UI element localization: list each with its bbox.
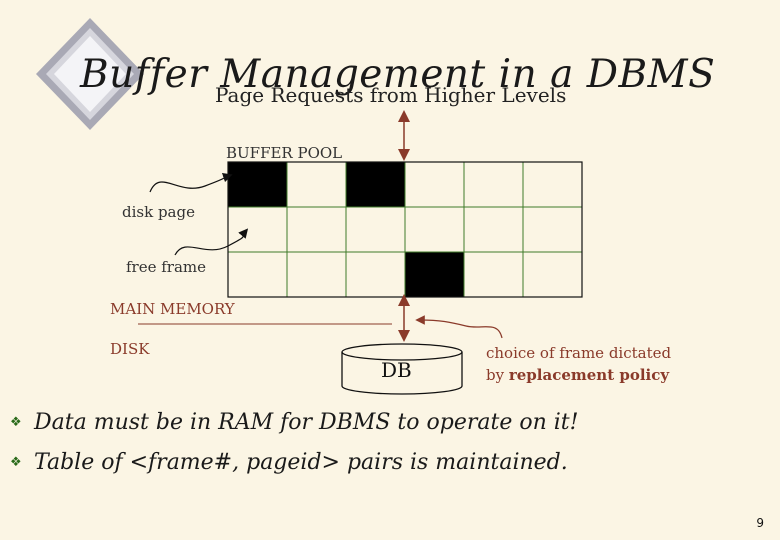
buffer-frame-free: [227, 251, 288, 298]
buffer-frame-free: [522, 161, 583, 208]
db-cylinder: [341, 343, 463, 395]
buffer-frame-free: [286, 206, 347, 253]
buffer-frame-free: [463, 251, 524, 298]
main-memory-label: MAIN MEMORY: [110, 300, 235, 318]
buffer-frame-free: [522, 206, 583, 253]
buffer-frame-free: [345, 206, 406, 253]
bullet-text-2: Table of <frame#, pageid> pairs is maint…: [34, 450, 568, 475]
slide-title: Buffer Management in a DBMS: [80, 52, 716, 97]
free-frame-arrow: [174, 228, 249, 256]
replacement-policy-label: choice of frame dictated by replacement …: [486, 342, 671, 386]
logo-diamond: [36, 18, 144, 130]
subtitle: Page Requests from Higher Levels: [215, 83, 567, 107]
choice-label-line2: by replacement policy: [486, 364, 671, 386]
buffer-frame-occupied: [227, 161, 288, 208]
db-label: DB: [381, 358, 412, 382]
disk-page-arrow: [149, 172, 233, 193]
buffer-frame-occupied: [345, 161, 406, 208]
buffer-frame-free: [463, 206, 524, 253]
disk-label: DISK: [110, 340, 150, 358]
choice-label-by: by: [486, 366, 505, 384]
buffer-pool-grid: [227, 161, 583, 298]
buffer-frame-free: [227, 206, 288, 253]
buffer-frame-free: [286, 251, 347, 298]
free-frame-label: free frame: [126, 258, 207, 276]
disk-page-label: disk page: [122, 203, 195, 221]
buffer-frame-occupied: [404, 251, 465, 298]
buffer-frame-free: [286, 161, 347, 208]
choice-label-line1: choice of frame dictated: [486, 344, 672, 362]
policy-arrow: [415, 315, 503, 339]
buffer-frame-free: [345, 251, 406, 298]
replacement-policy-term: replacement policy: [508, 366, 670, 384]
bullet-1: ❖ Data must be in RAM for DBMS to operate…: [10, 410, 578, 435]
buffer-frame-free: [404, 161, 465, 208]
buffer-frame-free: [463, 161, 524, 208]
bullet-2: ❖ Table of <frame#, pageid> pairs is main…: [10, 450, 568, 475]
buffer-pool-label: BUFFER POOL: [226, 144, 343, 162]
bullet-mark-icon: ❖: [10, 455, 22, 470]
bullet-mark-icon: ❖: [10, 415, 22, 430]
buffer-frame-free: [522, 251, 583, 298]
buffer-frame-free: [404, 206, 465, 253]
bullet-text-1: Data must be in RAM for DBMS to operate …: [34, 410, 579, 435]
page-number: 9: [756, 516, 764, 530]
buffer-diagram: [138, 110, 583, 395]
